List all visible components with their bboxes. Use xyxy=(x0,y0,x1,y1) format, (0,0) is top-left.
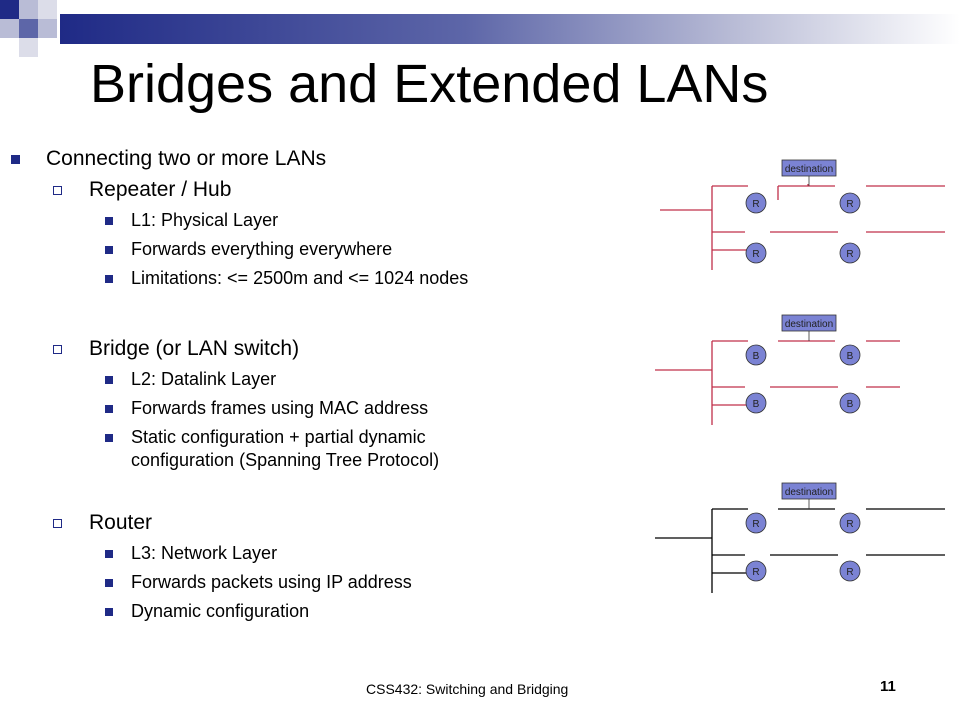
repeater-item: L1: Physical Layer xyxy=(131,210,279,230)
lan-wire xyxy=(655,340,900,425)
page-title: Bridges and Extended LANs xyxy=(90,54,769,114)
node-circle xyxy=(839,560,861,582)
bullet-square-icon xyxy=(105,608,113,616)
hollow-square-icon xyxy=(53,345,62,354)
destination-label: destination xyxy=(785,319,833,330)
repeater-item: Limitations: <= 2500m and <= 1024 nodes xyxy=(131,268,469,288)
main-bullet: Connecting two or more LANs xyxy=(46,147,327,170)
svg-text:R: R xyxy=(752,199,759,210)
svg-text:B: B xyxy=(753,351,760,362)
node-circle xyxy=(745,192,767,214)
router-item: L3: Network Layer xyxy=(131,543,278,563)
router-item: Forwards packets using IP address xyxy=(131,572,412,592)
node-circle xyxy=(839,344,861,366)
hollow-square-icon xyxy=(53,186,62,195)
footer-text: CSS432: Switching and Bridging xyxy=(366,681,569,697)
diagram-router: destination R R R R xyxy=(655,482,945,593)
decor-square xyxy=(19,0,38,19)
decor-square xyxy=(38,19,57,38)
svg-text:R: R xyxy=(752,519,759,530)
bullet-square-icon xyxy=(105,217,113,225)
bridge-item: Forwards frames using MAC address xyxy=(131,398,429,418)
svg-text:R: R xyxy=(846,567,853,578)
bullet-square-icon xyxy=(105,579,113,587)
bridge-heading: Bridge (or LAN switch) xyxy=(89,337,300,360)
svg-text:R: R xyxy=(846,249,853,260)
title-bar-gradient xyxy=(60,14,960,44)
node-circle xyxy=(745,560,767,582)
bullet-square-icon xyxy=(11,155,20,164)
destination-label: destination xyxy=(785,487,833,498)
svg-text:R: R xyxy=(752,567,759,578)
svg-text:R: R xyxy=(846,199,853,210)
decor-square xyxy=(0,0,19,19)
router-heading: Router xyxy=(89,511,153,534)
bridge-item: Static configuration + partial dynamic xyxy=(131,427,426,447)
node-circle xyxy=(839,242,861,264)
bullet-square-icon xyxy=(105,434,113,442)
svg-text:B: B xyxy=(753,399,760,410)
bullet-square-icon xyxy=(105,376,113,384)
svg-text:R: R xyxy=(752,249,759,260)
router-item: Dynamic configuration xyxy=(131,601,310,621)
decor-square xyxy=(0,19,19,38)
node-circle xyxy=(745,392,767,414)
page-number: 11 xyxy=(880,678,896,695)
decor-square xyxy=(19,38,38,57)
bridge-item: L2: Datalink Layer xyxy=(131,369,277,389)
bullet-square-icon xyxy=(105,246,113,254)
decor-square xyxy=(19,19,38,38)
repeater-heading: Repeater / Hub xyxy=(89,178,232,201)
svg-text:B: B xyxy=(847,351,854,362)
diagram-repeater: destination R R R R xyxy=(660,159,945,270)
lan-wire xyxy=(660,184,945,270)
node-circle xyxy=(839,512,861,534)
bridge-item-continued: configuration (Spanning Tree Protocol) xyxy=(131,450,440,470)
hollow-square-icon xyxy=(53,519,62,528)
node-circle xyxy=(839,192,861,214)
node-circle xyxy=(745,242,767,264)
svg-text:R: R xyxy=(846,519,853,530)
svg-text:B: B xyxy=(847,399,854,410)
destination-label: destination xyxy=(785,164,833,175)
bullet-square-icon xyxy=(105,405,113,413)
node-circle xyxy=(745,512,767,534)
node-circle xyxy=(839,392,861,414)
bullet-square-icon xyxy=(105,275,113,283)
node-circle xyxy=(745,344,767,366)
decor-square xyxy=(38,0,57,19)
bullet-square-icon xyxy=(105,550,113,558)
lan-wire xyxy=(655,508,945,593)
diagram-bridge: destination B B B B xyxy=(655,314,900,425)
repeater-item: Forwards everything everywhere xyxy=(131,239,393,259)
